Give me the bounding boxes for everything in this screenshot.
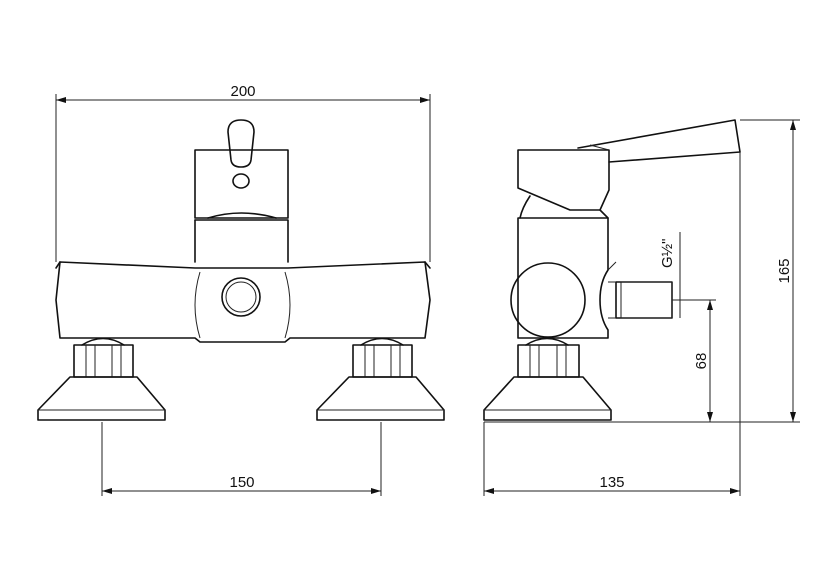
side-foot xyxy=(483,337,612,421)
side-view: G½" 68 165 135 xyxy=(483,119,800,496)
dimension-centers: 150 xyxy=(101,422,382,496)
front-left-foot xyxy=(37,337,166,421)
dimension-height: 165 xyxy=(740,119,800,422)
dimension-depth-label: 135 xyxy=(599,474,624,491)
dimension-inlet-height: 68 xyxy=(690,299,716,422)
dimension-height-label: 165 xyxy=(776,258,793,283)
front-view: 200 150 xyxy=(37,83,445,496)
dimension-width-label: 200 xyxy=(230,83,255,100)
front-mixer-body xyxy=(55,219,431,343)
dimension-centers-label: 150 xyxy=(229,474,254,491)
front-right-foot xyxy=(316,337,445,421)
dimension-width: 200 xyxy=(55,83,431,262)
dimension-thread: G½" xyxy=(659,232,690,318)
front-lever-handle xyxy=(227,119,255,189)
thread-label: G½" xyxy=(659,238,676,268)
side-inlet-connector xyxy=(608,281,673,319)
dimension-depth: 135 xyxy=(483,152,741,496)
side-neck xyxy=(519,195,531,219)
side-mixer-body xyxy=(510,217,617,339)
front-cartridge-housing xyxy=(194,149,289,219)
dimension-inlet-height-label: 68 xyxy=(693,353,710,370)
side-lever-handle xyxy=(517,119,741,211)
